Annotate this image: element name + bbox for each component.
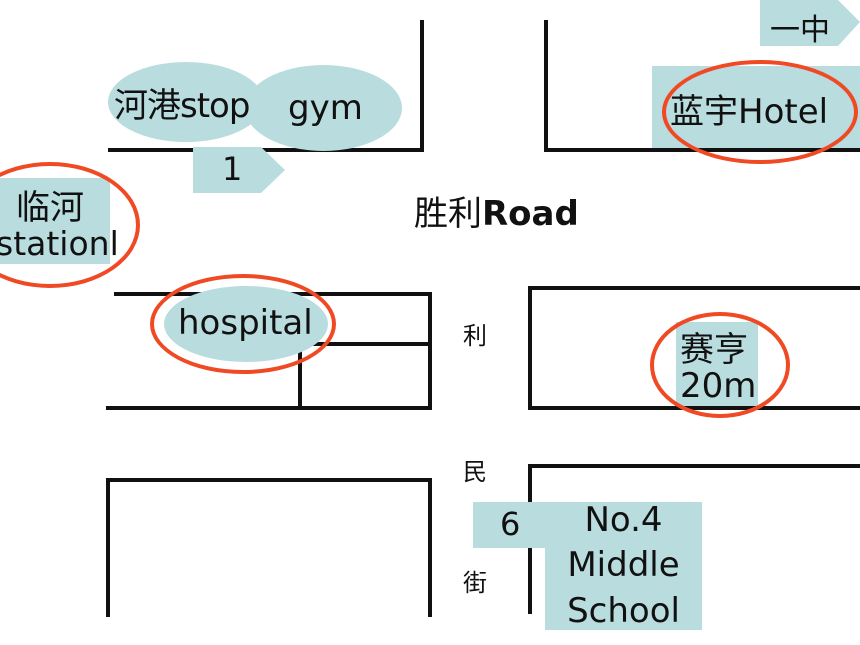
lanyu-hotel-highlight-ring <box>662 60 858 164</box>
school-label-line3: School <box>567 591 680 631</box>
side-street-char-1: 利 <box>463 322 487 350</box>
gym-oval <box>245 65 402 151</box>
hospital-highlight-ring <box>150 274 336 374</box>
arrow-sign-1-icon <box>193 147 285 193</box>
linhe-station-highlight-ring <box>0 162 140 288</box>
yizhong-label: 一中 <box>770 13 830 48</box>
school-label-line2: Middle <box>567 545 680 585</box>
main-road-label: 胜利Road <box>414 186 579 235</box>
hegang-stop-label: 河港stop <box>114 86 250 126</box>
saiheng-highlight-ring <box>650 312 790 418</box>
main-road-name: 胜利 <box>414 194 482 234</box>
side-street-char-2: 民 <box>463 458 487 486</box>
side-street-char-3: 街 <box>463 569 487 597</box>
arrow-sign-6-label: 6 <box>500 505 521 543</box>
hegang-stop-oval <box>108 62 264 142</box>
arrow-sign-1-label: 1 <box>222 150 243 188</box>
school-box <box>545 502 702 630</box>
arrow-sign-yizhong-icon <box>760 0 860 46</box>
school-label-line1: No.4 <box>584 500 663 540</box>
main-road-suffix: Road <box>482 194 579 234</box>
arrow-sign-6-icon <box>473 502 545 548</box>
block-bottom-left <box>106 478 432 617</box>
block-bottom-right <box>528 464 860 614</box>
gym-label: gym <box>288 88 363 128</box>
